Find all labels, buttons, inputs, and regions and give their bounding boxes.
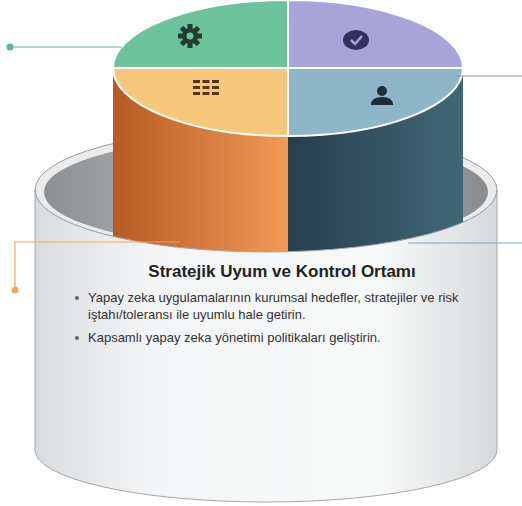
cylinder-base-text: Stratejik Uyum ve Kontrol OrtamıYapay ze… bbox=[74, 262, 490, 352]
section-heading: Stratejik Uyum ve Kontrol Ortamı bbox=[74, 262, 490, 282]
leader-lines bbox=[7, 44, 522, 294]
check-icon bbox=[343, 30, 369, 50]
blue-top bbox=[288, 68, 463, 136]
base-front-wall bbox=[35, 190, 497, 502]
grid-icon bbox=[193, 80, 219, 95]
heading-text: Stratejik Uyum ve Kontrol Ortamı bbox=[148, 262, 415, 281]
bullet-line: Kapsamlı yapay zeka yönetimi politikalar… bbox=[88, 330, 381, 345]
green-top bbox=[113, 0, 288, 68]
person-icon bbox=[371, 86, 393, 105]
bullet-dot bbox=[75, 296, 79, 300]
purple-top bbox=[288, 0, 463, 68]
bullet-dot bbox=[75, 336, 79, 340]
orange-top bbox=[113, 68, 288, 136]
bullet-text: Kapsamlı yapay zeka yönetimi politikalar… bbox=[74, 329, 490, 346]
bullet-line: Yapay zeka uygulamalarının kurumsal hede… bbox=[88, 290, 458, 322]
bullet-text: Yapay zeka uygulamalarının kurumsal hede… bbox=[74, 289, 490, 323]
gear-icon bbox=[178, 24, 202, 48]
